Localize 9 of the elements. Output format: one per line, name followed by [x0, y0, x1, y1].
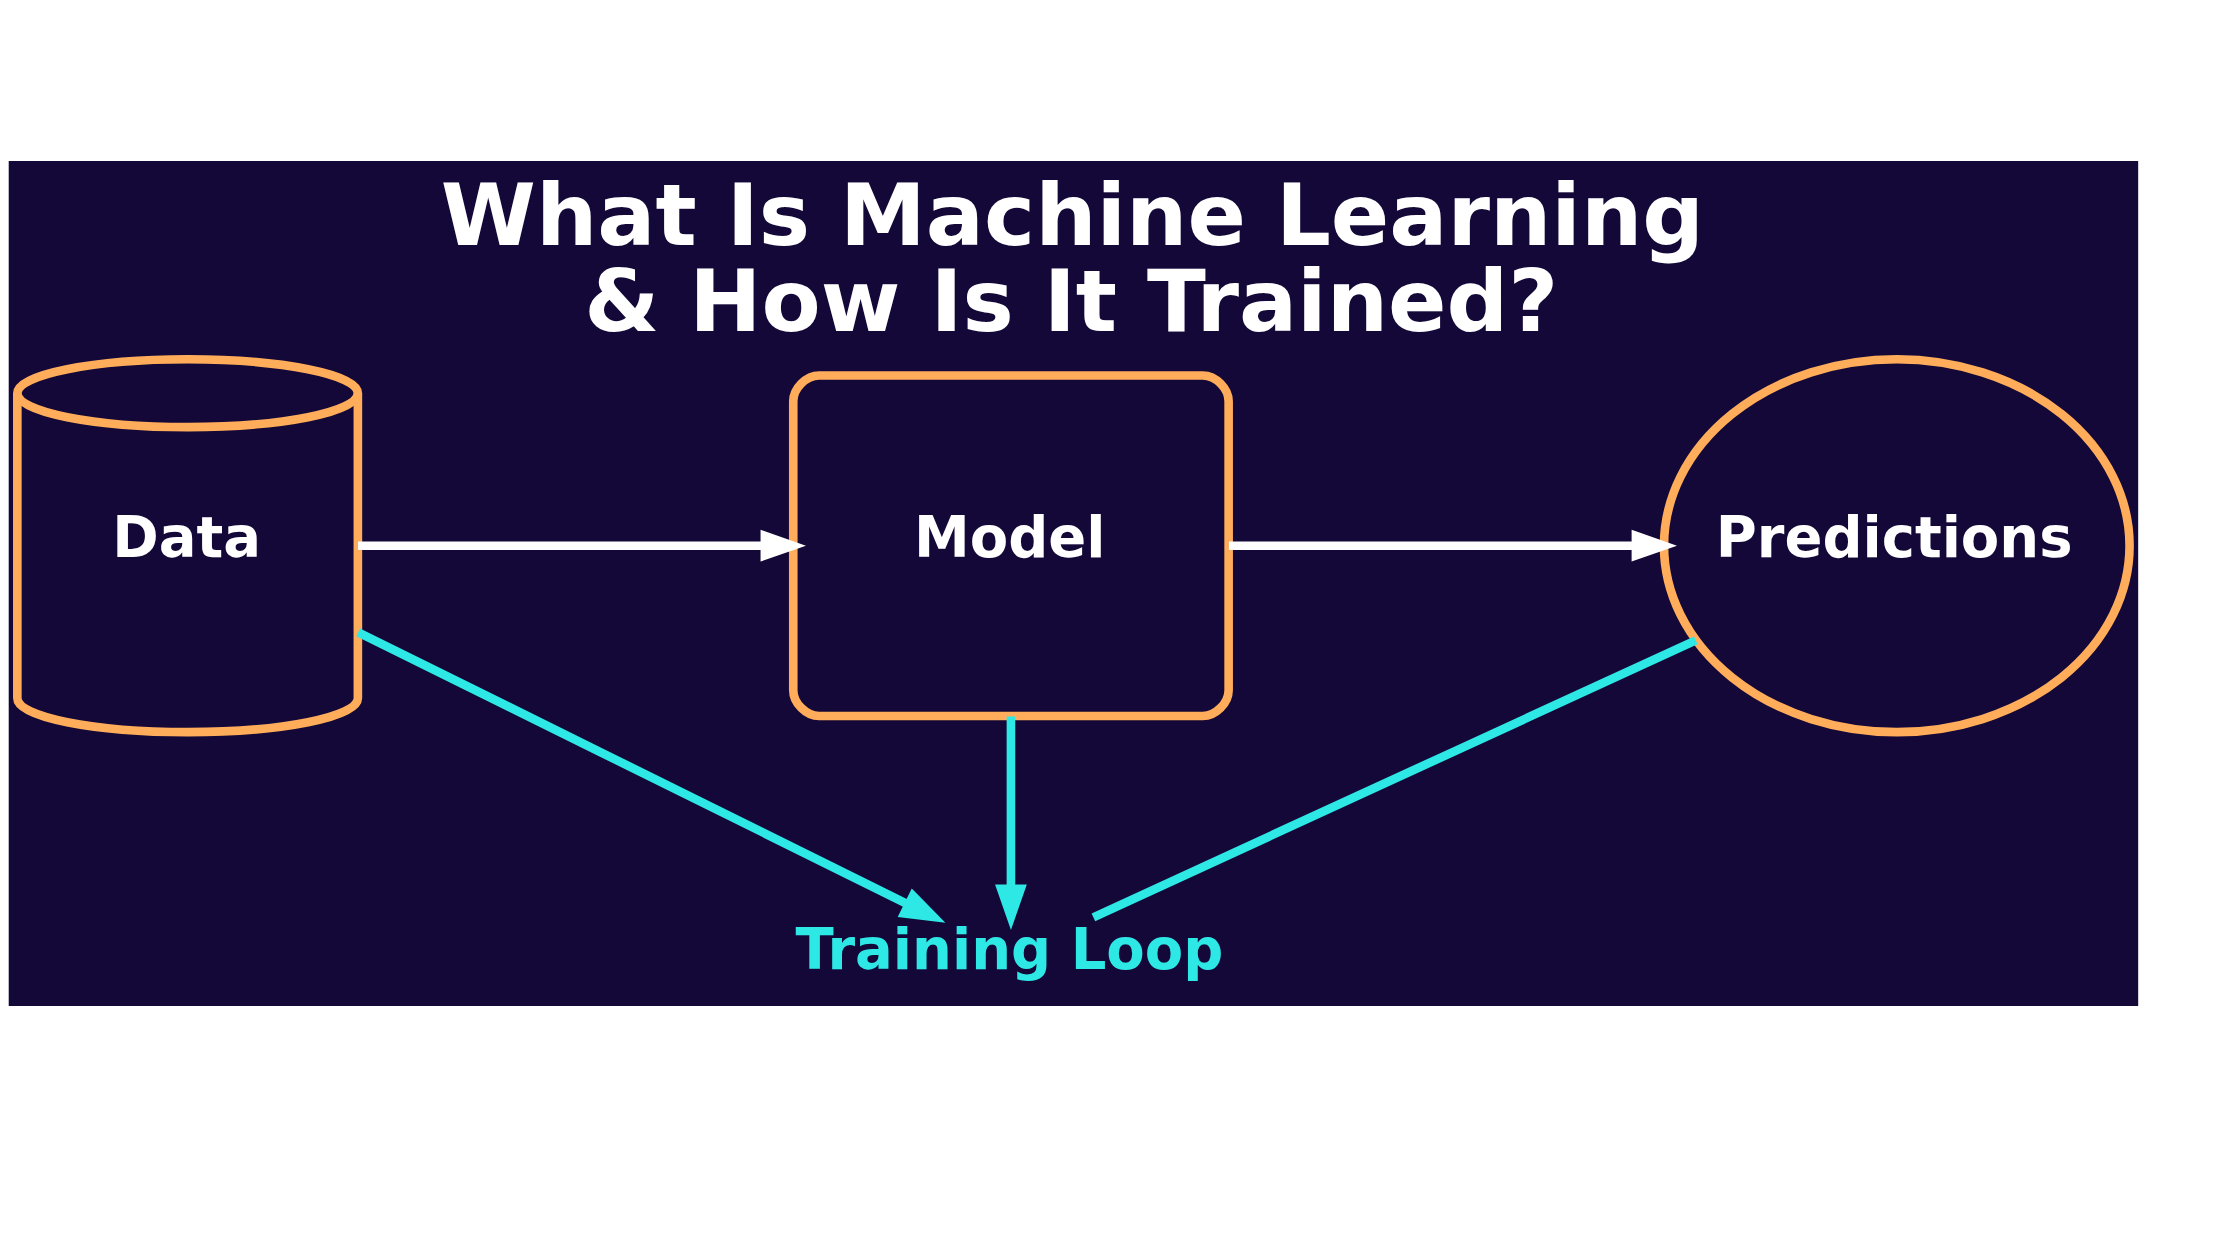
arrow [995, 716, 1027, 930]
node-ellipse: Predictions [1659, 355, 2134, 737]
arrow [1228, 529, 1677, 562]
node-box: Model [788, 371, 1233, 721]
arrow [358, 529, 806, 562]
node-text: Training Loop [795, 916, 1224, 982]
connector [1091, 636, 1698, 922]
diagram-title: What Is Machine Learning & How Is It Trained? [440, 165, 1704, 352]
arrow [356, 628, 946, 923]
